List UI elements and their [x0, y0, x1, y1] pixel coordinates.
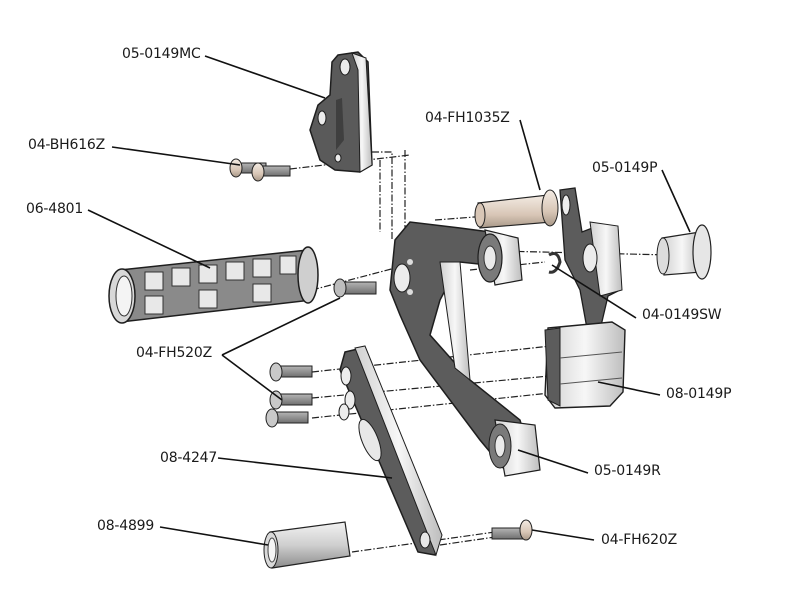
- spacer-part: [263, 521, 351, 569]
- label-flat-head-bolt-620: 04-FH620Z: [601, 532, 677, 548]
- label-pivot-bolt: 04-FH1035Z: [425, 110, 510, 126]
- leader-spacer: [159, 526, 269, 546]
- label-mount-plate: 05-0149MC: [122, 46, 201, 62]
- mount-plate-part: [309, 51, 373, 173]
- leader-spring-washer: [551, 264, 637, 319]
- label-rear-lever: 05-0149R: [594, 463, 661, 479]
- flat-head-bolts-part: [265, 362, 313, 428]
- label-spring-washer: 04-0149SW: [642, 307, 722, 323]
- label-spacer: 08-4899: [97, 518, 155, 534]
- peg-bolt-part: [333, 278, 377, 298]
- leader-pivot-bolt: [519, 119, 541, 191]
- label-pivot-block: 08-0149P: [666, 386, 732, 402]
- leader-foot-peg: [87, 209, 211, 269]
- leader-mount-bolts: [111, 146, 241, 166]
- label-lever-arm: 08-4247: [160, 450, 218, 466]
- pivot-block-upper: [559, 187, 623, 335]
- label-pivot-pin: 05-0149P: [592, 160, 658, 176]
- foot-peg-part: [108, 246, 319, 324]
- leader-pivot-block: [597, 381, 661, 396]
- mount-bolts-part: [229, 158, 291, 182]
- flat-head-bolt-620-part: [491, 519, 533, 541]
- spring-washer-part: [548, 252, 562, 274]
- lever-arm-part: [338, 345, 443, 557]
- leader-flat-head-bolt-620: [531, 529, 595, 541]
- label-flat-head-bolts: 04-FH520Z: [136, 345, 212, 361]
- label-mount-bolts: 04-BH616Z: [28, 137, 106, 153]
- leader-pivot-pin: [661, 169, 691, 233]
- pivot-block-part: [544, 321, 626, 409]
- main-lever-body: [389, 221, 541, 477]
- leader-rear-lever: [517, 449, 589, 474]
- label-foot-peg: 06-4801: [26, 201, 84, 217]
- pivot-pin-part: [656, 224, 712, 280]
- leader-flat-head-bolts: [221, 297, 341, 401]
- pivot-bolt-part: [474, 189, 559, 229]
- leader-lines: [87, 55, 691, 546]
- leader-mount-plate: [204, 55, 326, 99]
- leader-lever-arm: [217, 457, 393, 479]
